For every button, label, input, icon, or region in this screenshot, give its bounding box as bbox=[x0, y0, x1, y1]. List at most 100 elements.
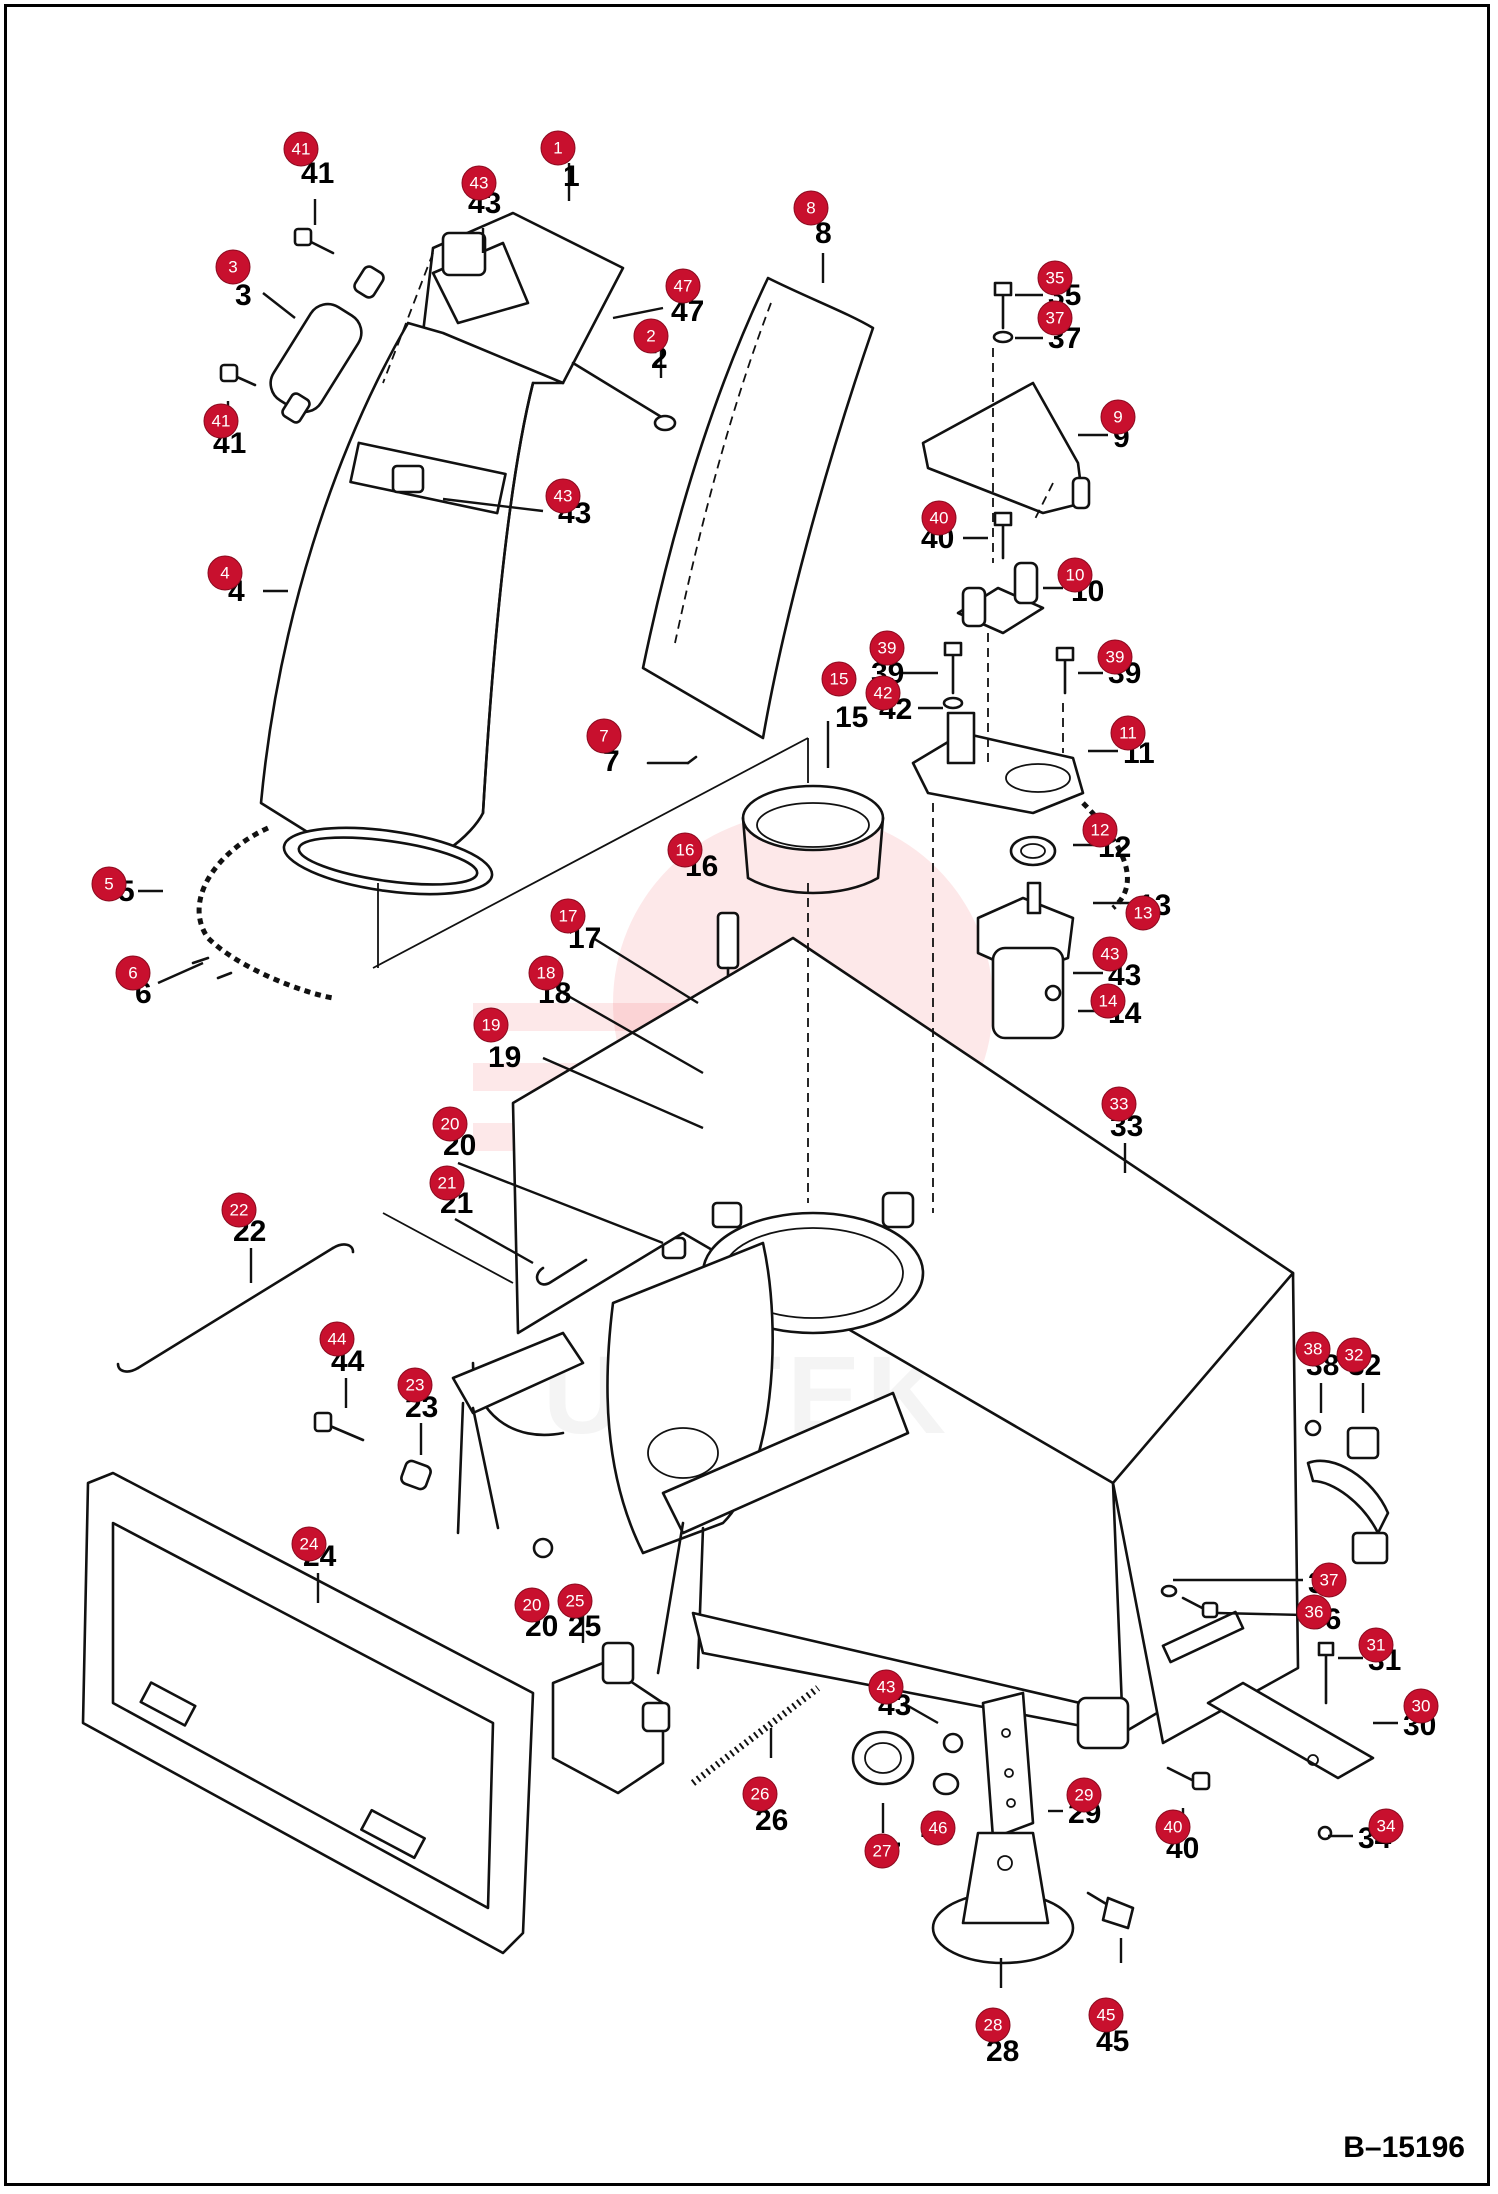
part-bolt-44-23 bbox=[313, 1411, 554, 1559]
callout-badge[interactable]: 40 bbox=[1155, 1809, 1191, 1845]
part-shoe-28 bbox=[931, 1831, 1075, 1965]
callout-badge[interactable]: 25 bbox=[557, 1583, 593, 1619]
callout-badge[interactable]: 20 bbox=[514, 1587, 550, 1623]
callout-label: 4 bbox=[220, 564, 229, 583]
part-bolt-41 bbox=[219, 227, 335, 387]
callout-badge[interactable]: 17 bbox=[550, 898, 586, 934]
callout-label: 8 bbox=[806, 199, 815, 218]
callout-badge[interactable]: 44 bbox=[319, 1321, 355, 1357]
part-chute-deflector-1 bbox=[421, 211, 625, 385]
callout-badge[interactable]: 47 bbox=[665, 268, 701, 304]
callout-badge[interactable]: 28 bbox=[975, 2007, 1011, 2043]
callout-badge[interactable]: 1 bbox=[540, 130, 576, 166]
callout-badge[interactable]: 39 bbox=[1097, 639, 1133, 675]
callout-badge[interactable]: 11 bbox=[1110, 715, 1146, 751]
callout-badge[interactable]: 18 bbox=[528, 955, 564, 991]
callout-badge[interactable]: 5 bbox=[91, 866, 127, 902]
callout-label: 23 bbox=[406, 1376, 425, 1395]
callout-badge[interactable]: 43 bbox=[545, 478, 581, 514]
callout-badge[interactable]: 40 bbox=[921, 500, 957, 536]
callout-badge[interactable]: 3 bbox=[215, 249, 251, 285]
part-bolts-39-42 bbox=[942, 641, 1075, 710]
callout-badge[interactable]: 42 bbox=[865, 675, 901, 711]
part-bolts-35-40 bbox=[992, 281, 1014, 560]
callout-badge[interactable]: 14 bbox=[1090, 983, 1126, 1019]
callout-badge[interactable]: 10 bbox=[1057, 557, 1093, 593]
part-cylinder-3 bbox=[269, 265, 385, 424]
callout-label: 22 bbox=[230, 1201, 249, 1220]
exploded-parts-drawing: UHTEK bbox=[81, 130, 1439, 2068]
callout-badge[interactable]: 41 bbox=[283, 131, 319, 167]
callout-badge[interactable]: 9 bbox=[1100, 399, 1136, 435]
callout-badge[interactable]: 29 bbox=[1066, 1777, 1102, 1813]
ref-number: 7 bbox=[603, 745, 620, 778]
callout-badge[interactable]: 30 bbox=[1403, 1688, 1439, 1724]
callout-badge[interactable]: 6 bbox=[115, 955, 151, 991]
callout-label: 37 bbox=[1046, 309, 1065, 328]
callout-badge[interactable]: 23 bbox=[397, 1367, 433, 1403]
callout-badge[interactable]: 26 bbox=[742, 1776, 778, 1812]
callout-badge[interactable]: 32 bbox=[1336, 1337, 1372, 1373]
part-ring-15 bbox=[741, 784, 885, 895]
callout-badge[interactable]: 41 bbox=[203, 403, 239, 439]
callout-label: 26 bbox=[751, 1785, 770, 1804]
assembly-lines bbox=[372, 737, 809, 1284]
part-bracket-9 bbox=[921, 381, 1091, 515]
part-pin-2 bbox=[571, 361, 677, 432]
callout-badge[interactable]: 45 bbox=[1088, 1997, 1124, 2033]
callout-badge[interactable]: 15 bbox=[821, 661, 857, 697]
part-strap-32-38 bbox=[1304, 1419, 1390, 1565]
callout-label: 9 bbox=[1113, 408, 1122, 427]
callout-badge[interactable]: 31 bbox=[1358, 1627, 1394, 1663]
callout-label: 10 bbox=[1066, 566, 1085, 585]
callout-badge[interactable]: 39 bbox=[869, 630, 905, 666]
callout-badge[interactable]: 43 bbox=[1092, 936, 1128, 972]
callout-label: 3 bbox=[228, 258, 237, 277]
callout-label: 18 bbox=[537, 964, 556, 983]
part-clip-21 bbox=[535, 1258, 588, 1286]
callout-label: 21 bbox=[438, 1174, 457, 1193]
callout-badge[interactable]: 37 bbox=[1311, 1562, 1347, 1598]
diagram-frame: UHTEK bbox=[4, 4, 1490, 2186]
callout-badges: 41 1 43 8 3 47 2 35 37 9 41 43 40 10 4 3… bbox=[91, 130, 1439, 2043]
callout-badge[interactable]: 19 bbox=[473, 1007, 509, 1043]
callout-badge[interactable]: 12 bbox=[1082, 812, 1118, 848]
callout-badge[interactable]: 13 bbox=[1125, 895, 1161, 931]
callout-label: 11 bbox=[1119, 724, 1137, 743]
callout-label: 40 bbox=[1164, 1818, 1183, 1837]
callout-label: 34 bbox=[1377, 1817, 1396, 1836]
callout-badge[interactable]: 37 bbox=[1037, 300, 1073, 336]
callout-label: 20 bbox=[523, 1596, 542, 1615]
callout-badge[interactable]: 36 bbox=[1296, 1594, 1332, 1630]
part-mount-frame-24 bbox=[81, 1471, 535, 1955]
callout-badge[interactable]: 38 bbox=[1295, 1331, 1331, 1367]
callout-label: 44 bbox=[328, 1330, 347, 1349]
callout-label: 25 bbox=[566, 1592, 585, 1611]
callout-badge[interactable]: 34 bbox=[1368, 1808, 1404, 1844]
callout-badge[interactable]: 7 bbox=[586, 718, 622, 754]
callout-badge[interactable]: 35 bbox=[1037, 260, 1073, 296]
part-bolt-40-36 bbox=[1160, 1584, 1219, 1791]
callout-label: 39 bbox=[1106, 648, 1125, 667]
callout-badge[interactable]: 20 bbox=[432, 1106, 468, 1142]
callout-badge[interactable]: 4 bbox=[207, 555, 243, 591]
callout-label: 36 bbox=[1305, 1603, 1324, 1622]
part-chain-13 bbox=[1081, 801, 1130, 910]
callout-label: 47 bbox=[674, 277, 693, 296]
callout-badge[interactable]: 33 bbox=[1101, 1086, 1137, 1122]
callout-label: 37 bbox=[1320, 1571, 1339, 1590]
callout-badge[interactable]: 2 bbox=[633, 318, 669, 354]
callout-label: 19 bbox=[482, 1016, 501, 1035]
ref-number: 15 bbox=[835, 701, 868, 734]
callout-badge[interactable]: 8 bbox=[793, 190, 829, 226]
callout-badge[interactable]: 24 bbox=[291, 1526, 327, 1562]
callout-badge[interactable]: 16 bbox=[667, 832, 703, 868]
callout-badge[interactable]: 46 bbox=[920, 1810, 956, 1846]
callout-badge[interactable]: 43 bbox=[868, 1669, 904, 1705]
callout-label: 5 bbox=[104, 875, 113, 894]
callout-badge[interactable]: 27 bbox=[864, 1833, 900, 1869]
callout-label: 31 bbox=[1367, 1636, 1386, 1655]
callout-badge[interactable]: 21 bbox=[429, 1165, 465, 1201]
callout-badge[interactable]: 43 bbox=[461, 165, 497, 201]
callout-badge[interactable]: 22 bbox=[221, 1192, 257, 1228]
